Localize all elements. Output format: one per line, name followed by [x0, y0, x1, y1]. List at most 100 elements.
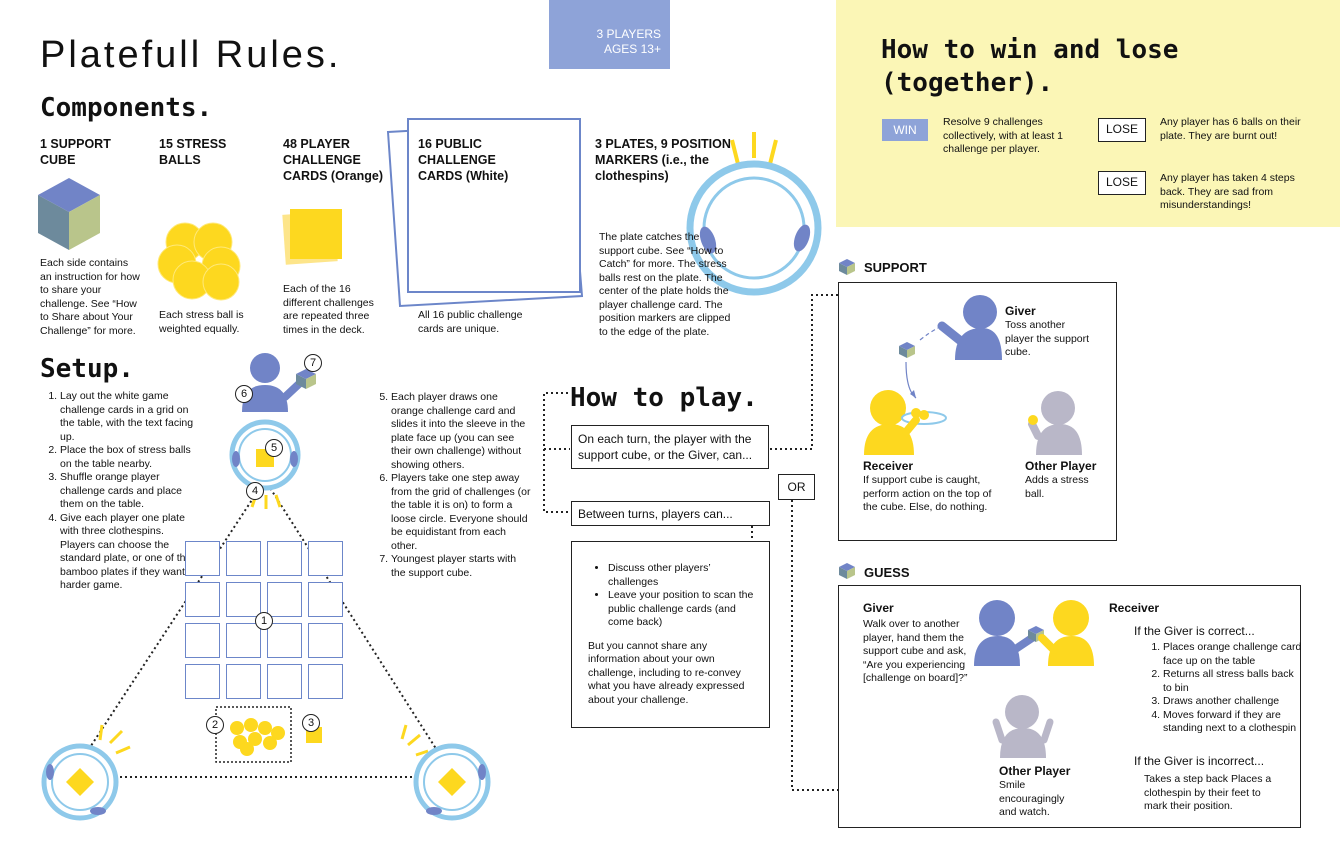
marker-2: 2 — [206, 716, 224, 734]
grid-card — [308, 582, 343, 617]
between-note: But you cannot share any information abo… — [588, 639, 745, 706]
support-giver-text: Toss another player the support cube. — [1005, 319, 1090, 358]
marker-4: 4 — [246, 482, 264, 500]
guess-giver-title: Giver — [863, 601, 894, 615]
marker-6: 6 — [235, 385, 253, 403]
component-title-plates: 3 PLATES, 9 POSITION MARKERS (i.e., the … — [595, 137, 731, 183]
correct-step-1: Places orange challenge card face up on … — [1163, 641, 1303, 668]
support-cube-icon — [839, 259, 855, 275]
grid-card — [267, 664, 302, 699]
lose-label-1: LOSE — [1098, 118, 1146, 142]
marker-3: 3 — [302, 714, 320, 732]
setup-step-1: Lay out the white game challenge cards i… — [60, 390, 200, 444]
grid-card — [267, 623, 302, 658]
players-count: 3 PLAYERS — [596, 27, 661, 41]
marker-7: 7 — [304, 354, 322, 372]
guess-label: GUESS — [864, 565, 910, 580]
component-desc-cube: Each side contains an instruction for ho… — [40, 257, 140, 337]
guess-giver-text: Walk over to another player, hand them t… — [863, 618, 968, 684]
win-label: WIN — [882, 119, 928, 141]
support-giver-title: Giver — [1005, 304, 1036, 318]
between-item-2: Leave your position to scan the public c… — [608, 589, 755, 630]
lose-text-1: Any player has 6 balls on their plate. T… — [1160, 116, 1301, 142]
guess-other-text: Smile encouragingly and watch. — [999, 779, 1065, 818]
page-title: Platefull Rules. — [40, 34, 342, 76]
components-heading: Components. — [40, 93, 213, 123]
correct-step-4: Moves forward if they are standing next … — [1163, 709, 1303, 736]
stress-balls-icon — [157, 222, 241, 301]
support-other-title: Other Player — [1025, 459, 1097, 473]
support-cube-icon — [38, 178, 100, 250]
grid-card — [226, 664, 261, 699]
grid-card — [226, 582, 261, 617]
support-receiver-text: If support cube is caught, perform actio… — [863, 474, 992, 513]
setup-steps-left: Lay out the white game challenge cards i… — [40, 390, 200, 593]
win-lose-panel — [836, 0, 1340, 227]
grid-card — [226, 541, 261, 576]
setup-step-7: Youngest player starts with the support … — [391, 553, 531, 580]
orange-cards-icon — [282, 209, 342, 265]
grid-card — [185, 623, 220, 658]
component-desc-plates: The plate catches the support cube. See … — [599, 231, 731, 338]
grid-card — [308, 541, 343, 576]
support-illustration — [864, 295, 1082, 455]
age-range: AGES 13+ — [603, 42, 661, 56]
win-lose-heading: How to win and lose (together). — [881, 35, 1179, 98]
plate-icon — [686, 132, 822, 296]
component-title-white-cards: 16 PUBLIC CHALLENGE CARDS (White) — [418, 137, 509, 183]
component-desc-balls: Each stress ball is weighted equally. — [159, 309, 244, 335]
correct-step-3: Draws another challenge — [1163, 695, 1303, 709]
marker-5: 5 — [265, 439, 283, 457]
guess-correct-steps: Places orange challenge card face up on … — [1143, 641, 1303, 736]
grid-card — [308, 623, 343, 658]
guess-incorrect-text: Takes a step back Places a clothespin by… — [1144, 773, 1272, 812]
win-text: Resolve 9 challenges collectively, with … — [943, 116, 1064, 155]
marker-1: 1 — [255, 612, 273, 630]
between-box: Between turns, players can... — [571, 501, 770, 526]
guess-incorrect-title: If the Giver is incorrect... — [1134, 754, 1265, 768]
setup-step-3: Shuffle orange player challenge cards an… — [60, 471, 200, 512]
setup-steps-right: Each player draws one orange challenge c… — [371, 391, 531, 580]
grid-card — [185, 541, 220, 576]
guess-other-title: Other Player — [999, 764, 1071, 778]
guess-receiver-title: Receiver — [1109, 601, 1160, 615]
setup-step-6: Players take one step away from the grid… — [391, 472, 531, 553]
setup-step-5: Each player draws one orange challenge c… — [391, 391, 531, 472]
setup-step-4: Give each player one plate with three cl… — [60, 512, 200, 593]
between-text: Between turns, players can... — [578, 507, 733, 521]
guess-illustration — [974, 600, 1094, 758]
grid-card — [267, 541, 302, 576]
setup-heading: Setup. — [40, 354, 134, 384]
component-desc-orange-cards: Each of the 16 different challenges are … — [283, 283, 374, 336]
between-details: Discuss other players’ challenges Leave … — [571, 541, 770, 728]
component-title-orange-cards: 48 PLAYER CHALLENGE CARDS (Orange) — [283, 137, 384, 183]
correct-step-2: Returns all stress balls back to bin — [1163, 668, 1303, 695]
player-count-badge: 3 PLAYERS AGES 13+ — [549, 0, 670, 69]
grid-card — [185, 582, 220, 617]
guess-cube-icon — [839, 563, 855, 579]
grid-card — [226, 623, 261, 658]
support-label: SUPPORT — [864, 260, 927, 275]
grid-card — [267, 582, 302, 617]
white-cards-icon — [386, 118, 584, 308]
component-title-cube: 1 SUPPORT CUBE — [40, 137, 111, 167]
turn-box: On each turn, the player with the suppor… — [571, 425, 769, 469]
guess-correct-title: If the Giver is correct... — [1134, 624, 1255, 638]
how-to-play-heading: How to play. — [570, 383, 758, 413]
setup-diagram — [41, 353, 491, 821]
grid-card — [308, 664, 343, 699]
support-other-text: Adds a stress ball. — [1025, 474, 1089, 500]
or-label: OR — [778, 474, 815, 500]
component-desc-white-cards: All 16 public challenge cards are unique… — [418, 309, 523, 335]
component-title-balls: 15 STRESS BALLS — [159, 137, 227, 167]
support-receiver-title: Receiver — [863, 459, 914, 473]
public-card-grid — [185, 541, 347, 701]
turn-text: On each turn, the player with the suppor… — [578, 432, 753, 462]
setup-step-2: Place the box of stress balls on the tab… — [60, 444, 200, 471]
lose-text-2: Any player has taken 4 steps back. They … — [1160, 172, 1295, 211]
grid-card — [185, 664, 220, 699]
between-item-1: Discuss other players’ challenges — [608, 562, 755, 589]
lose-label-2: LOSE — [1098, 171, 1146, 195]
flow-connectors — [543, 294, 838, 791]
between-list: Discuss other players’ challenges Leave … — [588, 562, 755, 630]
